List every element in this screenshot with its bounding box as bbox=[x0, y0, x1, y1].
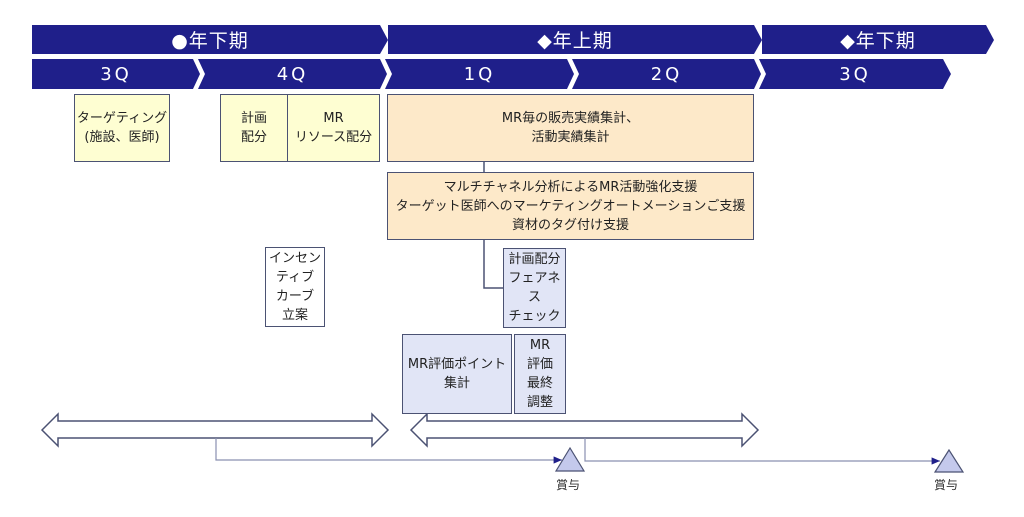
milestone-label: 賞与 bbox=[934, 478, 959, 492]
quarter-label: 2Q bbox=[650, 63, 683, 85]
period-label: ◆年下期 bbox=[840, 30, 916, 52]
period-label: ◆年上期 bbox=[537, 30, 613, 52]
quarter-chevron-1 bbox=[32, 59, 200, 89]
incentive-curve-box: インセン ティブ カーブ 立案 bbox=[265, 247, 325, 327]
milestone-triangle-2 bbox=[933, 448, 965, 473]
quarter-chevron-5 bbox=[759, 59, 951, 89]
multichannel-support-box: マルチチャネル分析によるMR活動強化支援 ターゲット医師へのマーケティングオート… bbox=[387, 172, 754, 240]
fairness-check-box: 計画配分 フェアネス チェック bbox=[503, 248, 566, 328]
mr-evaluation-final-box: MR 評価 最終 調整 bbox=[514, 334, 566, 414]
mr-resource-allocation-box: MR リソース配分 bbox=[287, 94, 380, 162]
milestone-label: 賞与 bbox=[556, 478, 581, 492]
plan-allocation-box: 計画 配分 bbox=[220, 94, 288, 162]
period-chevron-1 bbox=[32, 25, 388, 54]
milestone-triangle-1 bbox=[554, 446, 586, 472]
quarter-chevron-3 bbox=[385, 59, 574, 89]
double-arrow-left bbox=[40, 412, 390, 448]
period-chevron-3 bbox=[762, 25, 994, 54]
mr-evaluation-points-box: MR評価ポイント 集計 bbox=[402, 334, 512, 414]
sales-aggregation-box: MR毎の販売実績集計、 活動実績集計 bbox=[387, 94, 754, 162]
targeting-box: ターゲティング (施設、医師) bbox=[74, 94, 170, 162]
flow-line-2 bbox=[584, 438, 940, 465]
connector-line bbox=[483, 240, 503, 289]
quarter-label: 3Q bbox=[839, 63, 871, 85]
period-label: ●年下期 bbox=[171, 30, 249, 52]
quarter-label: 1Q bbox=[463, 63, 496, 85]
quarter-label: 4Q bbox=[276, 63, 309, 85]
quarter-label: 3Q bbox=[100, 63, 132, 85]
period-chevron-2 bbox=[388, 25, 762, 54]
double-arrow-right bbox=[409, 412, 760, 448]
quarter-chevron-4 bbox=[572, 59, 761, 89]
flow-line-1 bbox=[215, 438, 562, 464]
quarter-chevron-2 bbox=[198, 59, 387, 89]
